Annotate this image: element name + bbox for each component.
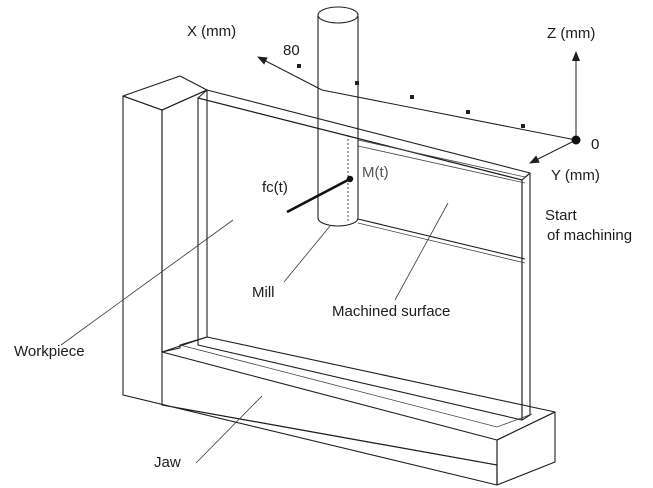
start-label-line2: of machining [547,227,632,244]
mill-top [317,6,359,24]
machined-band-upper-2 [357,145,526,184]
machined-band-upper [357,139,526,178]
machined-surface-leader [394,202,449,301]
jaw-base-end [496,411,556,486]
mill-leader [283,225,331,283]
jaw-side-face [161,89,208,353]
workpiece-label: Workpiece [14,343,85,360]
workpiece-end-face [521,172,531,421]
jaw-label: Jaw [154,454,181,471]
z-axis-label: Z (mm) [547,25,595,42]
origin-point [571,135,581,145]
jaw-leader [195,395,263,464]
jaw-body [122,75,556,486]
mill-body [317,16,359,227]
workpiece-plate [197,89,531,421]
jaw-front-face [122,95,498,486]
jaw-base-top [161,336,556,441]
contact-point [346,175,354,183]
point-label: M(t) [362,164,389,181]
origin-label: 0 [591,136,599,153]
x-axis-line-back [257,56,323,91]
x-tick-mark [355,81,359,85]
machined-surface-label: Machined surface [332,303,450,320]
jaw-top-face [122,75,208,111]
jaw-inner-step [179,344,533,428]
machined-band-lower-2 [357,222,526,264]
x-axis-line-front [321,89,577,141]
machined-band-lower [357,218,526,260]
force-label: fc(t) [262,179,288,196]
y-axis-label: Y (mm) [551,167,600,184]
x-axis [257,56,577,141]
workpiece-leader [60,219,234,346]
mill-label: Mill [252,284,275,301]
x-tick-mark [410,95,414,99]
mill-tool [317,6,359,227]
force-arrow [286,178,349,214]
force-vector [286,175,354,214]
x-tick-label: 80 [283,42,300,59]
x-tick-mark [466,110,470,114]
x-tick-mark [521,124,525,128]
x-axis-label: X (mm) [187,23,236,40]
x-tick-mark-80 [297,64,301,68]
origin-axes [529,51,581,164]
jaw-base-front-line [161,404,498,466]
start-label-line1: Start [545,207,578,224]
y-axis-line [529,139,577,164]
